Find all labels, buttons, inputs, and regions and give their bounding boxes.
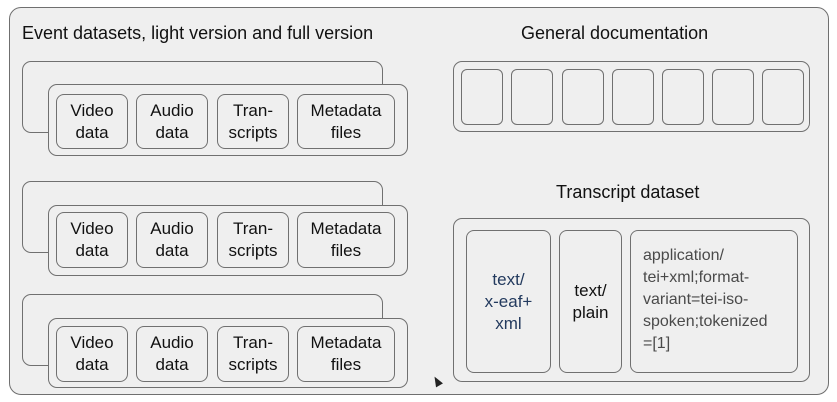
audio-data-box: Audio data [136, 326, 208, 382]
metadata-files-box: Metadata files [297, 212, 395, 268]
transcripts-box: Tran- scripts [217, 212, 289, 268]
transcript-dataset-title: Transcript dataset [556, 182, 700, 202]
general-documentation-title: General documentation [521, 23, 709, 43]
event-datasets-title: Event datasets, light version and full v… [22, 23, 374, 43]
transcripts-box: Tran- scripts [217, 326, 289, 382]
document-placeholder [461, 69, 503, 125]
eaf-xml-format-box: text/ x-eaf+ xml [466, 230, 551, 373]
document-placeholder [712, 69, 754, 125]
document-placeholder [511, 69, 553, 125]
document-placeholder [662, 69, 704, 125]
video-data-box: Video data [56, 326, 128, 382]
video-data-box: Video data [56, 94, 128, 149]
document-placeholder [562, 69, 604, 125]
transcripts-box: Tran- scripts [217, 94, 289, 149]
metadata-files-box: Metadata files [297, 94, 395, 149]
audio-data-box: Audio data [136, 94, 208, 149]
audio-data-box: Audio data [136, 212, 208, 268]
plain-text-format-box: text/ plain [559, 230, 622, 373]
document-placeholder [762, 69, 804, 125]
metadata-files-box: Metadata files [297, 326, 395, 382]
document-placeholder [612, 69, 654, 125]
video-data-box: Video data [56, 212, 128, 268]
tei-xml-format-box: application/ tei+xml;format- variant=tei… [630, 230, 798, 373]
